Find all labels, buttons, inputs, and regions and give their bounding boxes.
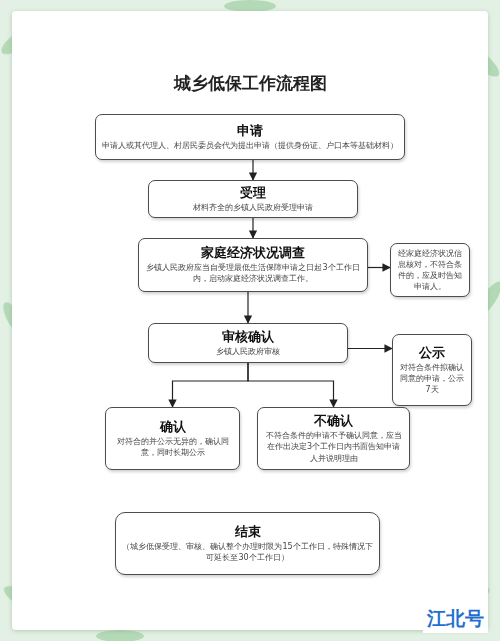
flow-arrow [247, 292, 248, 323]
box-body-text: 不符合条件的申请不予确认同意，应当在作出决定3个工作日内书面告知申请人并说明理由 [264, 430, 403, 464]
watermark: 江北号 [423, 605, 488, 633]
box-heading: 审核确认 [222, 329, 274, 346]
diagram-title: 城乡低保工作流程图 [0, 72, 500, 95]
flow-arrow [348, 348, 392, 349]
flow-arrow [248, 363, 334, 407]
process-box: 申请申请人或其代理人、村居民委员会代为提出申请（提供身份证、户口本等基础材料） [95, 114, 405, 160]
box-body-text: 经家庭经济状况信息核对，不符合条件的，应及时告知申请人。 [397, 248, 463, 293]
box-body-text: 乡镇人民政府应当自受理最低生活保障申请之日起3个工作日内，启动家庭经济状况调查工… [145, 262, 361, 284]
side-note-box: 经家庭经济状况信息核对，不符合条件的，应及时告知申请人。 [390, 243, 470, 297]
box-body-text: 申请人或其代理人、村居民委员会代为提出申请（提供身份证、户口本等基础材料） [102, 140, 398, 151]
box-body-text: （城乡低保受理、审核、确认整个办理时限为15个工作日，特殊情况下可延长至30个工… [122, 541, 373, 563]
box-heading: 结束 [235, 524, 261, 541]
flow-arrow [252, 218, 253, 238]
flow-arrow [173, 363, 249, 407]
box-body-text: 对符合的并公示无异的，确认同意，同时长期公示 [112, 436, 233, 458]
box-heading: 家庭经济状况调查 [201, 245, 305, 262]
process-box: 确认对符合的并公示无异的，确认同意，同时长期公示 [105, 407, 240, 470]
process-box: 受理材料齐全的乡镇人民政府受理申请 [148, 180, 358, 218]
box-body-text: 对符合条件拟确认同意的申请，公示7天 [399, 362, 465, 396]
process-box: 审核确认乡镇人民政府审核 [148, 323, 348, 363]
box-heading: 确认 [160, 419, 186, 436]
box-body-text: 乡镇人民政府审核 [216, 346, 280, 357]
flow-arrow [368, 267, 390, 268]
flow-arrow [252, 160, 253, 180]
process-box: 不确认不符合条件的申请不予确认同意，应当在作出决定3个工作日内书面告知申请人并说… [257, 407, 410, 470]
box-heading: 公示 [419, 345, 445, 362]
process-box: 家庭经济状况调查乡镇人民政府应当自受理最低生活保障申请之日起3个工作日内，启动家… [138, 238, 368, 292]
side-note-box: 公示对符合条件拟确认同意的申请，公示7天 [392, 334, 472, 406]
box-heading: 不确认 [314, 413, 353, 430]
box-heading: 受理 [240, 185, 266, 202]
white-panel [12, 11, 488, 630]
box-heading: 申请 [237, 123, 263, 140]
end-box: 结束（城乡低保受理、审核、确认整个办理时限为15个工作日，特殊情况下可延长至30… [115, 512, 380, 575]
box-body-text: 材料齐全的乡镇人民政府受理申请 [193, 202, 313, 213]
